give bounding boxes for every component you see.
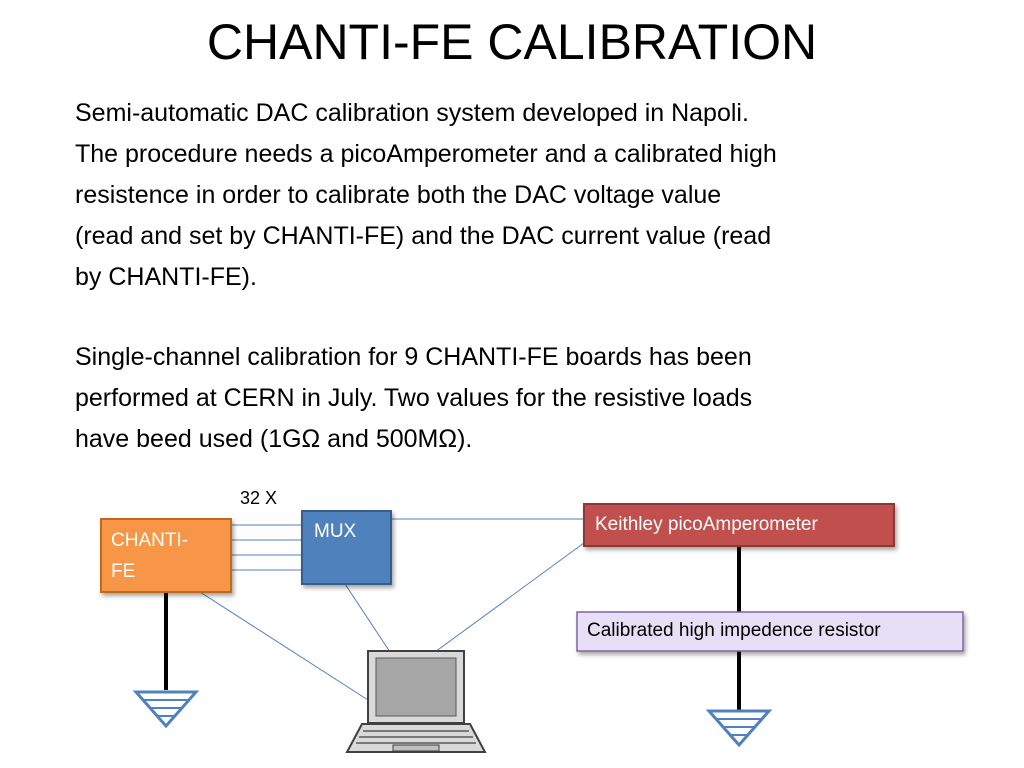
wire-chanti-laptop <box>199 591 369 701</box>
text-line: The procedure needs a picoAmperometer an… <box>75 140 777 168</box>
text-line: performed at CERN in July. Two values fo… <box>75 384 753 412</box>
text-line: have beed used (1GΩ and 500MΩ). <box>75 425 473 453</box>
text-line: Semi-automatic DAC calibration system de… <box>75 99 749 127</box>
text-line: (read and set by CHANTI-FE) and the DAC … <box>75 222 772 250</box>
wire-mux-laptop <box>344 583 391 653</box>
keithley-box <box>583 503 895 547</box>
mux-label: MUX <box>314 521 357 542</box>
ground-symbol <box>705 709 773 748</box>
text-line: Single-channel calibration for 9 CHANTI-… <box>75 343 752 371</box>
paragraph-intro: Semi-automatic DAC calibration system de… <box>75 93 965 298</box>
resistor-box <box>576 611 964 652</box>
chanti-fe-label-line1: CHANTI- <box>111 530 189 551</box>
ground-symbol <box>132 690 200 729</box>
slide-title: CHANTI-FE CALIBRATION <box>206 14 818 70</box>
multiplicity-label: 32 X <box>240 488 278 508</box>
chanti-fe-box <box>100 518 232 593</box>
chanti-fe-label-line2: FE <box>111 561 136 582</box>
wire-keithley-laptop <box>434 539 589 653</box>
paragraph-calibration: Single-channel calibration for 9 CHANTI-… <box>75 337 965 460</box>
keithley-label: Keithley picoAmperometer <box>595 514 818 535</box>
text-line: resistence in order to calibrate both th… <box>75 181 722 209</box>
laptop-icon <box>345 650 487 753</box>
resistor-label: Calibrated high impedence resistor <box>587 620 881 641</box>
mux-box <box>301 510 392 585</box>
text-line: by CHANTI-FE). <box>75 263 257 291</box>
